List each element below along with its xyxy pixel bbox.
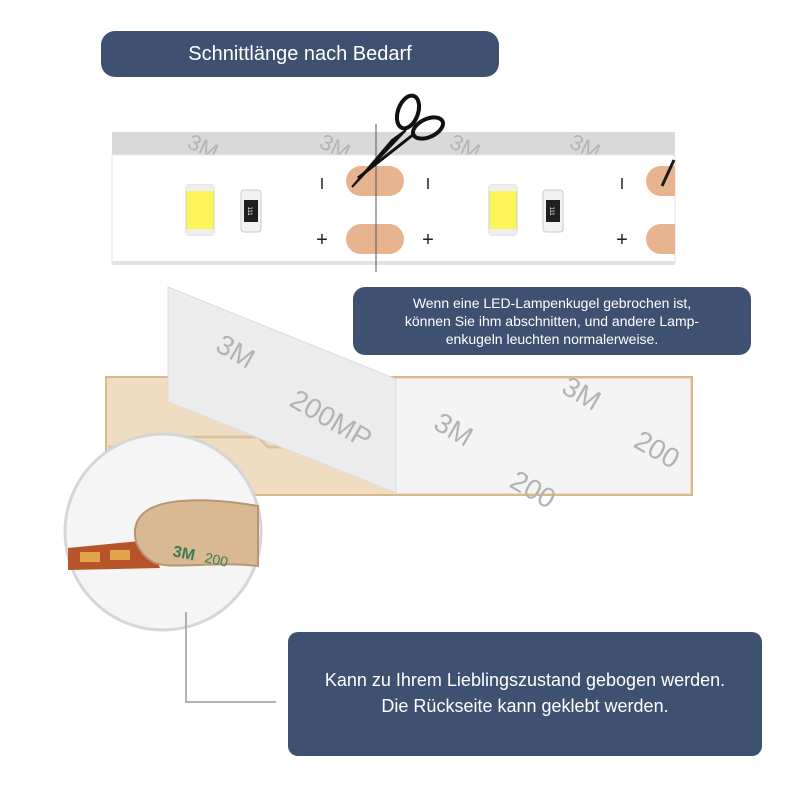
solder-pad bbox=[346, 224, 404, 254]
cut-info-label: Wenn eine LED-Lampenkugel gebrochen ist,… bbox=[353, 287, 751, 355]
adhesive-backing: 3M 200MP 3M 3M 200 200 bbox=[105, 286, 693, 515]
minus-marking: I bbox=[620, 176, 624, 193]
connector-line bbox=[185, 612, 276, 703]
led-chip bbox=[488, 184, 518, 236]
plus-marking: + bbox=[316, 229, 328, 251]
minus-marking: I bbox=[426, 176, 430, 193]
cut-info-line: enkugeln leuchten normalerweise. bbox=[445, 331, 659, 347]
bend-info-line: Die Rückseite kann geklebt werden. bbox=[381, 696, 669, 716]
resistor-code: 111 bbox=[246, 206, 252, 216]
title-label: Schnittlänge nach Bedarf bbox=[101, 31, 499, 77]
minus-marking: I bbox=[320, 176, 324, 193]
cut-info-line: Wenn eine LED-Lampenkugel gebrochen ist, bbox=[412, 295, 692, 311]
resistor-code: 111 bbox=[548, 206, 554, 216]
bend-info-line: Kann zu Ihrem Lieblingszustand gebogen w… bbox=[324, 670, 726, 690]
solder-pad bbox=[646, 224, 675, 254]
plus-marking: + bbox=[616, 229, 628, 251]
zoom-circle: 3M 200 bbox=[63, 432, 263, 632]
plus-marking: + bbox=[422, 229, 434, 251]
solder-pad bbox=[346, 166, 404, 196]
cut-info-line: können Sie ihm abschnitten, und andere L… bbox=[404, 313, 700, 329]
led-chip bbox=[185, 184, 215, 236]
bend-info-label: Kann zu Ihrem Lieblingszustand gebogen w… bbox=[288, 632, 762, 756]
roll-model-print: 200 bbox=[203, 549, 229, 570]
roll-brand-print: 3M bbox=[171, 543, 196, 564]
scissors-icon bbox=[351, 93, 445, 188]
led-strip: 3M 3M 3M 3M 111 I + I + 111 I + bbox=[111, 129, 676, 265]
